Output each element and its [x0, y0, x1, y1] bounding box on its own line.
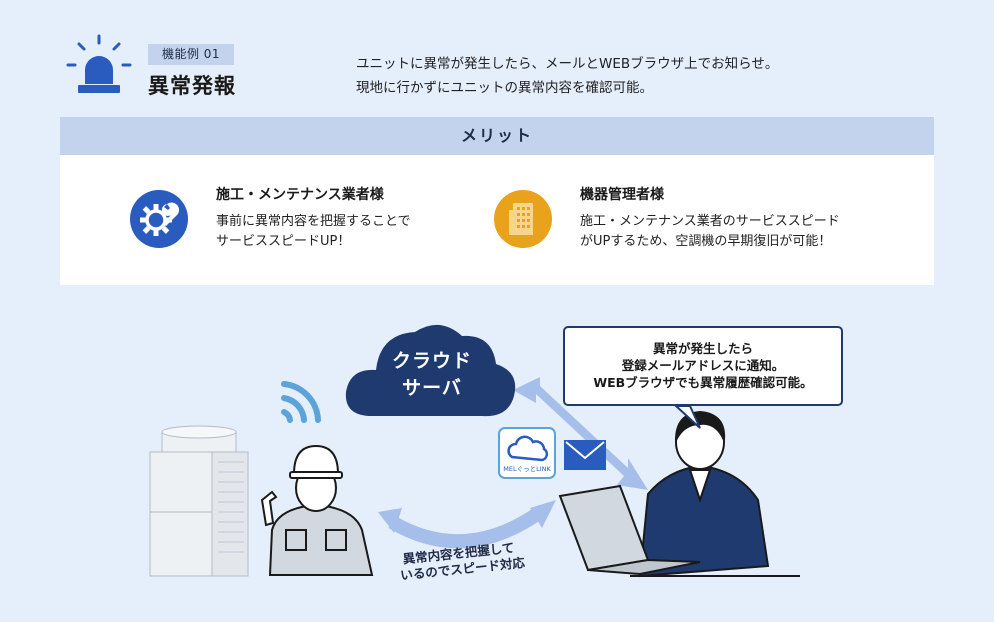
building-icon: [494, 190, 552, 248]
outdoor-unit: [149, 425, 249, 577]
app-icon-label: MELぐっとLINK: [503, 465, 551, 473]
merit-item-2-title: 機器管理者様: [580, 187, 664, 203]
notification-bubble: 異常が発生したら 登録メールアドレスに通知。 WEBブラウザでも異常履歴確認可能…: [563, 326, 843, 406]
merit-heading: メリット: [60, 117, 934, 155]
bubble-line-2: 登録メールアドレスに通知。: [621, 358, 785, 373]
system-diagram: MELぐっとLINK: [149, 324, 800, 578]
merit-item-1-line-2: サービススピードUP！: [216, 234, 351, 249]
feature-tag: 機能例 01: [148, 44, 234, 65]
cloud-to-admin-arrow: [513, 377, 648, 490]
worker-figure: [260, 444, 374, 576]
two-way-arrow: [388, 506, 545, 549]
cloud-server-shape: [345, 324, 516, 417]
gear-wrench-icon: [130, 190, 188, 248]
merit-item-2-line-1: 施工・メンテナンス業者のサービススピード: [580, 214, 840, 229]
melcoLink-app-icon: MELぐっとLINK: [498, 427, 556, 479]
cloud-line-1: クラウド: [391, 350, 472, 372]
cloud-server-label: クラウド サーバ: [362, 348, 502, 402]
desc-line-1: ユニットに異常が発生したら、メールとWEBブラウザ上でお知らせ。: [356, 56, 779, 72]
laptop: [558, 484, 800, 577]
feature-title: 異常発報: [148, 74, 236, 98]
merit-item-2-text: 施工・メンテナンス業者のサービススピード がUPするため、空調機の早期復旧が可能…: [580, 212, 840, 252]
admin-figure: [638, 410, 770, 578]
desc-line-2: 現地に行かずにユニットの異常内容を確認可能。: [356, 80, 653, 96]
cloud-line-2: サーバ: [402, 377, 462, 399]
mail-envelope-icon: [564, 440, 606, 470]
merit-item-1-text: 事前に異常内容を把握することで サービススピードUP！: [216, 212, 411, 252]
feature-description: ユニットに異常が発生したら、メールとWEBブラウザ上でお知らせ。 現地に行かずに…: [356, 52, 778, 100]
merit-item-1-line-1: 事前に異常内容を把握することで: [216, 214, 411, 229]
merit-item-2-line-2: がUPするため、空調機の早期復旧が可能！: [580, 234, 832, 249]
bubble-line-1: 異常が発生したら: [652, 341, 753, 356]
wifi-signal-icon: [281, 381, 321, 423]
bubble-line-3: WEBブラウザでも異常履歴確認可能。: [593, 375, 813, 390]
merit-item-1-title: 施工・メンテナンス業者様: [216, 187, 384, 203]
alarm-beacon-icon: [66, 34, 132, 93]
